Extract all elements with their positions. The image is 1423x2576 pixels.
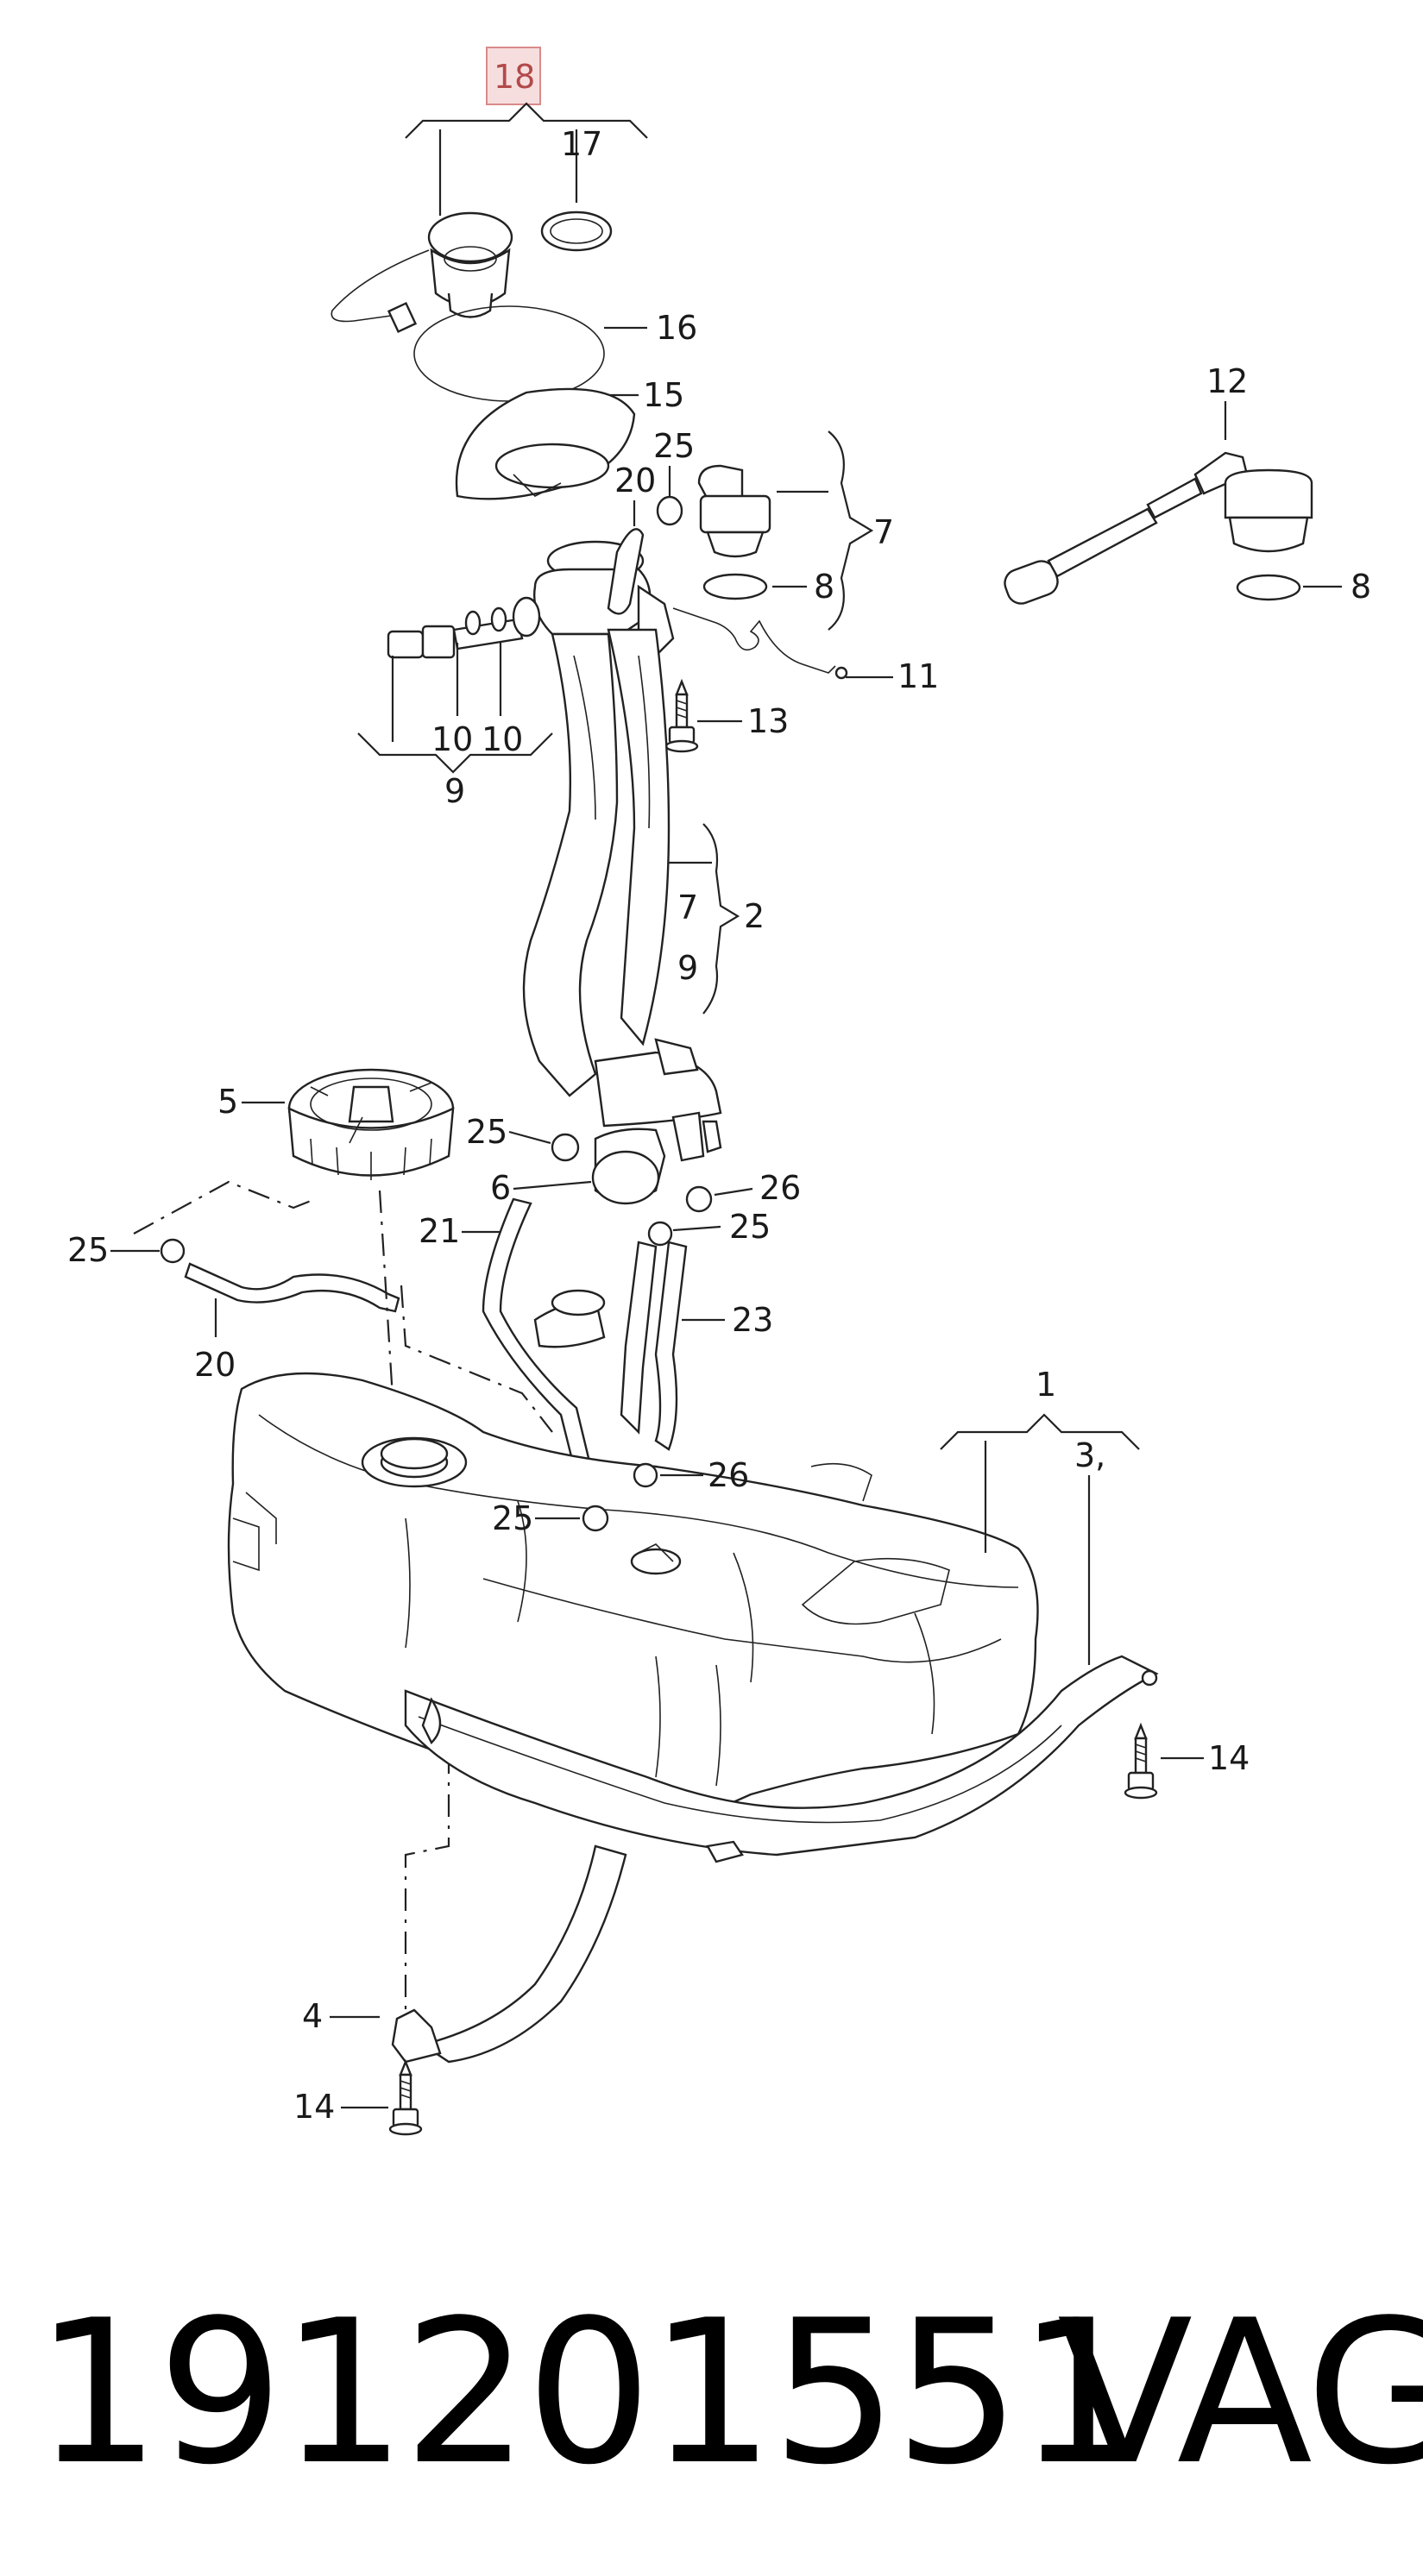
gasket-16 bbox=[413, 305, 605, 402]
callout-25-left: 25 bbox=[67, 1231, 109, 1269]
callout-1: 1 bbox=[1036, 1366, 1056, 1404]
hose-clip-25-left bbox=[160, 1238, 186, 1264]
callout-4: 4 bbox=[302, 1997, 323, 2035]
callout-7-top: 7 bbox=[873, 513, 894, 551]
callout-14-bottom: 14 bbox=[293, 2088, 335, 2126]
callout-7-mid: 7 bbox=[677, 889, 698, 927]
callout-6: 6 bbox=[490, 1169, 511, 1207]
bolt-14-bottom bbox=[388, 2058, 423, 2136]
hose-clip-25-mid bbox=[551, 1133, 580, 1162]
hose-clip-25-lower bbox=[582, 1505, 609, 1532]
filler-cap bbox=[331, 211, 513, 334]
callout-10-b: 10 bbox=[482, 720, 523, 758]
valve-6 bbox=[591, 1111, 722, 1205]
hose-20-left bbox=[184, 1262, 400, 1313]
bracket-18 bbox=[405, 102, 648, 139]
callout-20-top: 20 bbox=[614, 462, 656, 499]
callout-25-top: 25 bbox=[653, 427, 695, 465]
callout-26-lower: 26 bbox=[708, 1456, 749, 1494]
callout-3: 3, bbox=[1074, 1436, 1105, 1474]
callout-17: 17 bbox=[561, 125, 602, 163]
callout-8-right: 8 bbox=[1351, 568, 1371, 606]
callout-25-lower: 25 bbox=[492, 1499, 533, 1537]
callout-26-mid: 26 bbox=[759, 1169, 801, 1207]
callout-2: 2 bbox=[744, 897, 765, 935]
callout-12: 12 bbox=[1206, 362, 1248, 400]
breather-pipe-9 bbox=[387, 596, 541, 659]
part-number: 191201551 bbox=[35, 2278, 1143, 2509]
callout-18-group[interactable]: 18 bbox=[486, 47, 541, 105]
vent-valve-7 bbox=[697, 464, 771, 600]
callout-18-highlight[interactable] bbox=[486, 47, 541, 105]
callout-20-left: 20 bbox=[194, 1346, 236, 1384]
brand-name: VAG bbox=[1057, 2278, 1423, 2509]
seal-ring-17 bbox=[540, 210, 613, 252]
callout-18-label: 18 bbox=[494, 58, 535, 96]
callout-10-a: 10 bbox=[431, 720, 473, 758]
breather-hose-12 bbox=[1004, 451, 1313, 605]
callout-21: 21 bbox=[419, 1212, 460, 1250]
callout-25-mid-left: 25 bbox=[466, 1113, 507, 1151]
callout-5: 5 bbox=[217, 1083, 238, 1121]
fuel-tank-1 bbox=[227, 1372, 1039, 1831]
callout-9-left: 9 bbox=[444, 772, 465, 810]
filler-neck-2 bbox=[522, 628, 722, 1128]
callout-8-left: 8 bbox=[814, 568, 834, 606]
tank-strap bbox=[420, 1844, 627, 2064]
filler-flange-15 bbox=[455, 387, 636, 500]
callout-14-right: 14 bbox=[1208, 1739, 1250, 1777]
bolt-14-right bbox=[1124, 1722, 1158, 1800]
pump-locking-ring-5 bbox=[287, 1068, 455, 1180]
callout-9-mid: 9 bbox=[677, 949, 698, 987]
hose-23 bbox=[654, 1241, 688, 1451]
bolt-13 bbox=[664, 678, 699, 753]
fuel-tank-exploded-diagram: 18 17 16 15 25 20 7 8 12 bbox=[67, 47, 1371, 2136]
callout-15: 15 bbox=[643, 376, 684, 414]
callout-13: 13 bbox=[747, 702, 789, 740]
callout-23: 23 bbox=[732, 1301, 773, 1339]
callout-25-mid-right: 25 bbox=[729, 1208, 771, 1246]
callout-11: 11 bbox=[897, 657, 939, 695]
tank-heat-shield bbox=[404, 1655, 1159, 1863]
callout-16: 16 bbox=[656, 309, 697, 347]
hose-clip-25-top bbox=[656, 495, 683, 526]
